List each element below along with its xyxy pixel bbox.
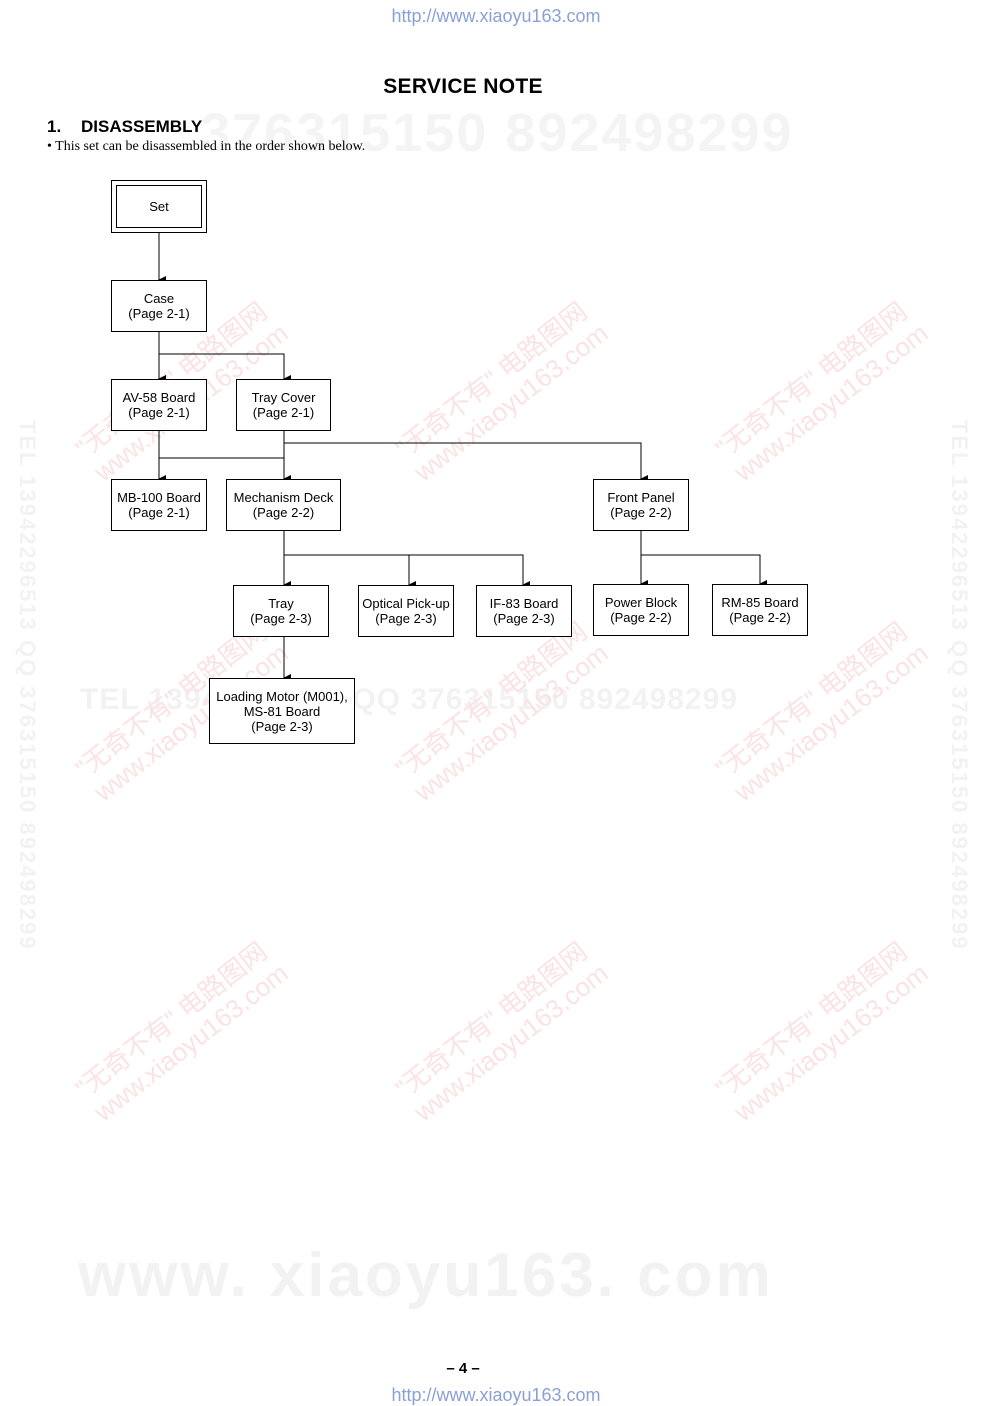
- page-number: – 4 –: [446, 1360, 480, 1377]
- node-mb100-board: MB-100 Board (Page 2-1): [111, 479, 207, 531]
- node-front-panel-label: Front Panel (Page 2-2): [607, 490, 675, 520]
- node-front-panel: Front Panel (Page 2-2): [593, 479, 689, 531]
- section-heading: 1. DISASSEMBLY: [47, 117, 202, 137]
- node-loading-motor-label: Loading Motor (M001), MS-81 Board (Page …: [216, 688, 348, 734]
- node-set-label: Set: [149, 199, 169, 214]
- node-case: Case (Page 2-1): [111, 280, 207, 332]
- node-power-block-label: Power Block (Page 2-2): [604, 595, 678, 625]
- node-optical-pickup-label: Optical Pick-up (Page 2-3): [362, 596, 450, 626]
- watermark-tel: TEL 13942296513 QQ 376315150 892498299: [80, 683, 738, 716]
- watermark-numbers: 376315150 892498299: [200, 103, 794, 163]
- node-tray-cover-label: Tray Cover (Page 2-1): [251, 390, 316, 420]
- watermark-site: www. xiaoyu163. com: [78, 1241, 774, 1310]
- arrow-traycover-frontpanel: [284, 442, 648, 483]
- node-av58-board: AV-58 Board (Page 2-1): [111, 379, 207, 431]
- node-tray: Tray (Page 2-3): [233, 585, 329, 637]
- node-tray-cover: Tray Cover (Page 2-1): [236, 379, 331, 431]
- section-number: 1.: [47, 117, 62, 136]
- node-set: Set: [111, 180, 207, 233]
- node-rm85-board: RM-85 Board (Page 2-2): [712, 584, 808, 636]
- node-case-label: Case (Page 2-1): [128, 291, 190, 321]
- node-tray-label: Tray (Page 2-3): [250, 596, 312, 626]
- node-av58-label: AV-58 Board (Page 2-1): [122, 390, 196, 420]
- footer-url-link[interactable]: http://www.xiaoyu163.com: [391, 1385, 601, 1405]
- node-mechanism-deck: Mechanism Deck (Page 2-2): [226, 479, 341, 531]
- node-if83-board: IF-83 Board (Page 2-3): [476, 585, 572, 637]
- node-mechanism-deck-label: Mechanism Deck (Page 2-2): [233, 490, 334, 520]
- node-rm85-label: RM-85 Board (Page 2-2): [721, 595, 799, 625]
- page-title: SERVICE NOTE: [383, 75, 543, 98]
- arrow-mechdeck-if83: [409, 554, 530, 589]
- node-mb100-label: MB-100 Board (Page 2-1): [117, 490, 201, 520]
- node-if83-label: IF-83 Board (Page 2-3): [489, 596, 559, 626]
- instruction-text: • This set can be disassembled in the or…: [47, 139, 366, 154]
- node-power-block: Power Block (Page 2-2): [593, 584, 689, 636]
- arrow-mechdeck-optical: [284, 554, 416, 589]
- section-title: DISASSEMBLY: [81, 117, 203, 136]
- node-optical-pickup: Optical Pick-up (Page 2-3): [358, 585, 454, 637]
- header-url-link[interactable]: http://www.xiaoyu163.com: [391, 6, 601, 26]
- node-loading-motor: Loading Motor (M001), MS-81 Board (Page …: [209, 678, 355, 744]
- arrow-frontpanel-rm85: [641, 554, 767, 588]
- arrow-case-traycover: [159, 353, 291, 383]
